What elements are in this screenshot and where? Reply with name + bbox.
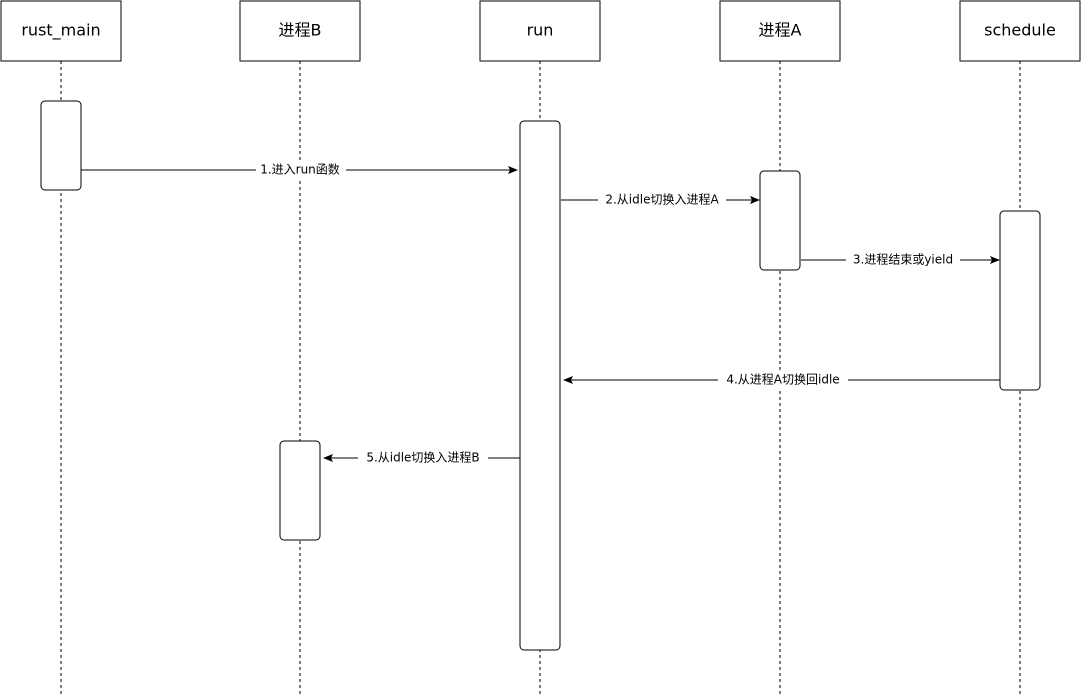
activation-process-b[interactable] xyxy=(279,440,321,541)
message-4[interactable]: 4.从进程A切换回idle xyxy=(563,372,1000,389)
message-2[interactable]: 2.从idle切换入进程A xyxy=(561,192,760,209)
actor-run[interactable]: run xyxy=(479,0,601,62)
message-label-2: 2.从idle切换入进程A xyxy=(605,192,719,207)
arrow-head-icon xyxy=(508,166,518,174)
arrow-head-icon xyxy=(323,454,333,462)
message-label-3: 3.进程结束或yield xyxy=(853,252,953,267)
actor-rust-main[interactable]: rust_main xyxy=(0,0,122,62)
activation-schedule[interactable] xyxy=(999,210,1041,391)
actor-process-b[interactable]: 进程B xyxy=(239,0,361,62)
actor-schedule[interactable]: schedule xyxy=(959,0,1081,62)
message-1[interactable]: 1.进入run函数 xyxy=(81,162,518,179)
message-label-5: 5.从idle切换入进程B xyxy=(366,450,479,465)
activation-rust-main[interactable] xyxy=(40,100,82,191)
actor-label-run: run xyxy=(527,21,554,40)
message-3[interactable]: 3.进程结束或yield xyxy=(801,252,1000,269)
arrow-head-icon xyxy=(750,196,760,204)
arrow-head-icon xyxy=(990,256,1000,264)
activation-process-a[interactable] xyxy=(759,170,801,271)
actor-process-a[interactable]: 进程A xyxy=(719,0,841,62)
actor-label-process-a: 进程A xyxy=(759,21,802,40)
message-label-4: 4.从进程A切换回idle xyxy=(726,372,839,387)
message-5[interactable]: 5.从idle切换入进程B xyxy=(323,450,520,467)
actor-label-rust-main: rust_main xyxy=(21,21,100,41)
actor-label-process-b: 进程B xyxy=(279,21,322,40)
message-label-1: 1.进入run函数 xyxy=(260,162,340,177)
arrow-head-icon xyxy=(563,376,573,384)
activation-run[interactable] xyxy=(519,120,561,651)
actor-label-schedule: schedule xyxy=(984,21,1056,40)
